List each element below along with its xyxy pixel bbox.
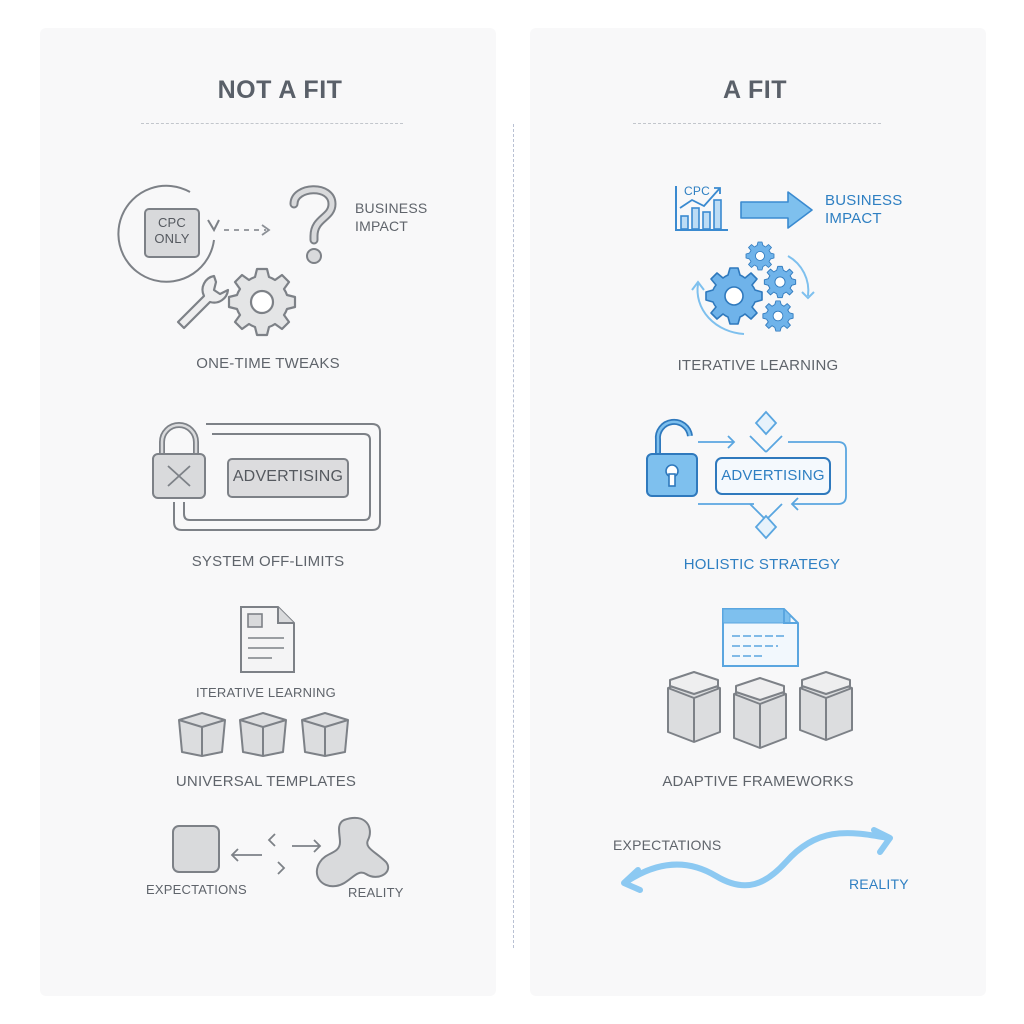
dashed-arrow-icon <box>224 224 271 236</box>
system-off-limits-label: SYSTEM OFF-LIMITS <box>191 553 345 570</box>
locked-system-icon <box>152 422 381 531</box>
not-a-fit-title: NOT A FIT <box>217 76 343 104</box>
advertising-box-label-right: ADVERTISING <box>721 467 825 484</box>
reality-label-left: REALITY <box>348 885 404 900</box>
universal-templates-label: UNIVERSAL TEMPLATES <box>175 773 357 790</box>
business-impact-label-right-1: BUSINESS <box>825 192 903 209</box>
expectations-label-left: EXPECTATIONS <box>146 882 247 897</box>
cpc-only-label: CPC ONLY <box>154 215 190 246</box>
a-fit-title: A FIT <box>722 76 788 104</box>
one-time-tweaks-label: ONE-TIME TWEAKS <box>196 355 340 372</box>
expectations-reality-icon-left <box>172 817 389 888</box>
cpc-label-right: CPC <box>684 184 710 198</box>
iterative-learning-label-left: ITERATIVE LEARNING <box>196 685 336 700</box>
cpc-only-box <box>144 208 200 258</box>
center-divider <box>513 124 514 948</box>
iterative-gears-icon <box>691 241 815 335</box>
not-a-fit-panel <box>40 28 496 996</box>
business-impact-label-left-2: IMPACT <box>355 218 409 234</box>
adaptive-boxes-icon <box>667 671 853 749</box>
gear-icon <box>227 267 297 337</box>
not-a-fit-title-rule <box>141 123 403 124</box>
reality-label-right: REALITY <box>849 876 909 892</box>
framework-window-icon <box>722 608 799 667</box>
holistic-strategy-label: HOLISTIC STRATEGY <box>683 556 841 573</box>
template-boxes-icon <box>178 712 349 757</box>
wrench-icon <box>176 274 230 330</box>
holistic-strategy-icon <box>646 410 847 540</box>
cpc-growth-chart-icon <box>675 186 728 231</box>
adaptive-frameworks-label: ADAPTIVE FRAMEWORKS <box>662 773 854 790</box>
advertising-box-label-left: ADVERTISING <box>232 468 344 485</box>
expectations-label-right: EXPECTATIONS <box>613 837 722 853</box>
a-fit-title-rule <box>633 123 881 124</box>
business-impact-label-right-2: IMPACT <box>825 210 882 227</box>
document-icon <box>240 606 295 673</box>
question-mark-icon <box>289 185 337 264</box>
iterative-learning-label-right: ITERATIVE LEARNING <box>677 357 839 374</box>
business-impact-label-left-1: BUSINESS <box>355 200 428 216</box>
big-arrow-right-icon <box>740 191 813 229</box>
cpc-only-loop-icon <box>117 184 220 283</box>
expectations-reality-wave-icon <box>621 827 893 893</box>
